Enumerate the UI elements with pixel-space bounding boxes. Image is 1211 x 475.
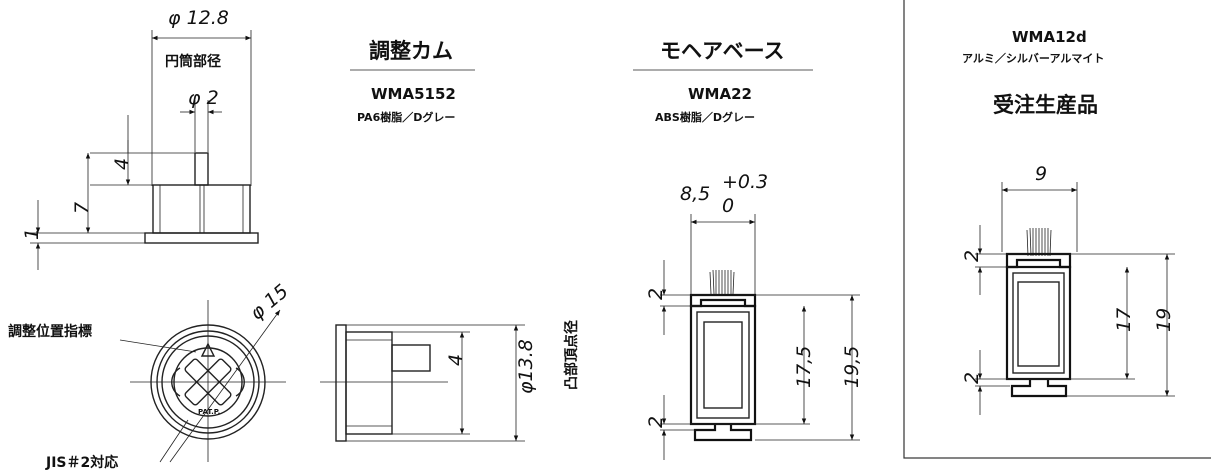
wma12-note: 受注生産品 xyxy=(993,93,1098,117)
mohair-material: ABS樹脂／Dグレー xyxy=(655,110,755,124)
wma12-drawing: 9 2 2 17 19 xyxy=(961,163,1175,415)
cam-side-view: 4 φ13.8 凸部頂点径 xyxy=(320,320,580,442)
label-adjust-indicator: 調整位置指標 xyxy=(8,323,92,340)
label-cylinder-diameter: 円筒部径 xyxy=(165,53,221,70)
dim-wma12-top: 2 xyxy=(961,250,983,262)
pat-label: PAT.P. xyxy=(198,408,220,416)
dim-mohair-width: 8,5 xyxy=(680,183,710,205)
mohair-title: モヘアベース xyxy=(660,39,785,63)
cam-title: 調整カム xyxy=(369,39,453,63)
dim-body-height: 7 xyxy=(71,202,93,214)
dim-wma12-bottom: 2 xyxy=(961,372,983,384)
diameter-leader xyxy=(169,309,281,463)
cam-model: WMA5152 xyxy=(371,85,456,103)
dim-side-diameter: φ13.8 xyxy=(515,339,537,394)
dim-cylinder-diameter: φ 12.8 xyxy=(168,7,229,29)
dim-wma12-outer: 19 xyxy=(1153,308,1175,332)
dim-flange-height: 1 xyxy=(21,228,43,240)
dim-pin-height: 4 xyxy=(111,158,133,170)
mohair-model: WMA22 xyxy=(688,85,752,103)
label-vertex-diameter: 凸部頂点径 xyxy=(563,320,580,390)
mohair-info: モヘアベース WMA22 ABS樹脂／Dグレー xyxy=(633,39,813,124)
cam-info: 調整カム WMA5152 PA6樹脂／Dグレー xyxy=(350,39,475,124)
dim-mohair-tol-plus: +0.3 xyxy=(722,171,768,193)
dim-mohair-tol-zero: 0 xyxy=(722,195,734,217)
mohair-base-drawing: 8,5 +0.3 0 2 2 17,5 19,5 xyxy=(645,171,863,460)
label-jis: JIS＃2対応 xyxy=(45,454,118,471)
wma12-material: アルミ／シルバーアルマイト xyxy=(962,52,1104,65)
dim-pin-diameter: φ 2 xyxy=(188,87,219,109)
dim-mohair-top: 2 xyxy=(645,288,667,300)
dim-front-diameter: φ 15 xyxy=(246,280,293,324)
wma12-frame xyxy=(903,0,1211,459)
dim-wma12-inner: 17 xyxy=(1113,308,1135,332)
dim-mohair-bottom: 2 xyxy=(645,416,667,428)
cam-top-view: φ 12.8 円筒部径 φ 2 4 7 1 xyxy=(21,7,259,270)
dim-wma12-width: 9 xyxy=(1035,163,1047,185)
wma12-info: WMA12d アルミ／シルバーアルマイト 受注生産品 xyxy=(962,28,1104,117)
cam-front-view: PAT.P. φ 15 調整位置指標 JIS＃2対応 xyxy=(8,280,293,471)
dim-mohair-outer: 19,5 xyxy=(841,346,863,388)
dim-side-pin: 4 xyxy=(445,354,467,366)
wma12-model: WMA12d xyxy=(1012,28,1087,46)
dim-mohair-inner: 17,5 xyxy=(793,346,815,388)
cam-material: PA6樹脂／Dグレー xyxy=(357,110,455,124)
